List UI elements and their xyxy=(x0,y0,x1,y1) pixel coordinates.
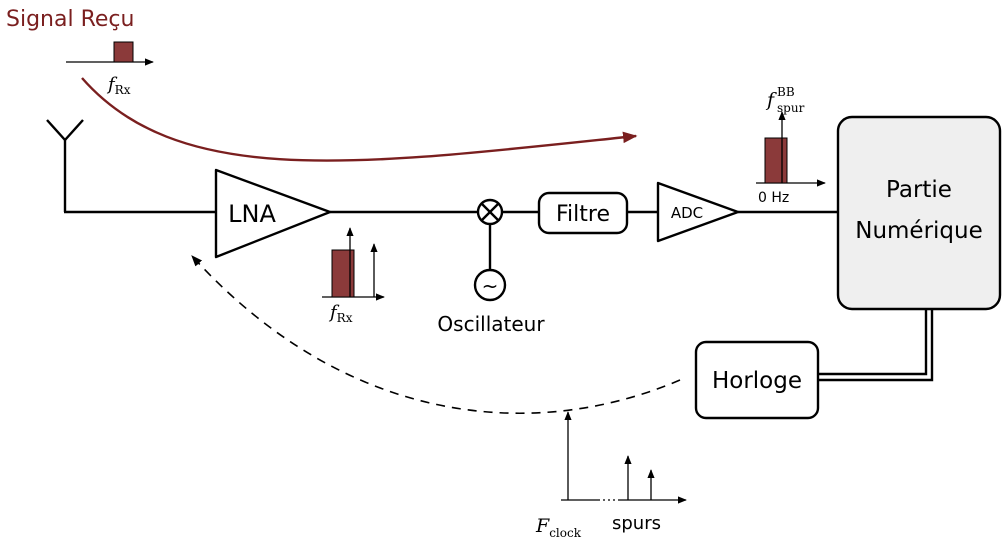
svg-text:~: ~ xyxy=(482,274,499,298)
clock-bus xyxy=(818,309,934,382)
lna-spectrum-freq-label: fRx xyxy=(328,302,353,325)
lna-spectrum-band xyxy=(331,249,355,298)
oscillator-icon: ~ xyxy=(473,268,507,302)
digital-part-label-line1: Partie xyxy=(886,177,952,203)
lna-output-spectrum: fRx xyxy=(322,227,385,325)
filter-label: Filtre xyxy=(556,202,610,227)
received-signal-freq-label: fRx xyxy=(106,74,131,97)
digital-part-label-line2: Numérique xyxy=(855,218,983,244)
signal-flow-arrow xyxy=(81,77,638,162)
received-signal-title: Signal Reçu xyxy=(6,7,134,32)
clock-spectrum: Fclock spurs xyxy=(535,411,687,540)
adc-spectrum-band xyxy=(764,137,788,184)
clock-block: Horloge xyxy=(694,340,820,420)
adc-spectrum-freq-label: f BB spur xyxy=(765,80,805,115)
clock-spurs-label: spurs xyxy=(612,513,661,534)
received-signal-group: Signal Reçu fRx xyxy=(6,7,638,162)
lna-label: LNA xyxy=(228,200,276,228)
clock-label: Horloge xyxy=(712,368,802,394)
received-signal-band xyxy=(113,41,134,63)
digital-part-block: Partie Numérique xyxy=(836,115,1002,311)
clock-coupling-arrow xyxy=(191,255,681,414)
filter-block: Filtre xyxy=(537,191,629,235)
mixer-icon xyxy=(476,198,504,226)
adc-block: ADC xyxy=(656,181,740,243)
adc-spectrum-zero-label: 0 Hz xyxy=(758,190,789,206)
oscillator-label: Oscillateur xyxy=(437,312,545,336)
lna-amplifier: LNA xyxy=(214,168,332,259)
clock-freq-label: Fclock xyxy=(535,515,582,540)
adc-baseband-spectrum: 0 Hz f BB spur xyxy=(756,80,826,206)
antenna-icon xyxy=(46,119,84,212)
adc-label: ADC xyxy=(671,204,703,222)
